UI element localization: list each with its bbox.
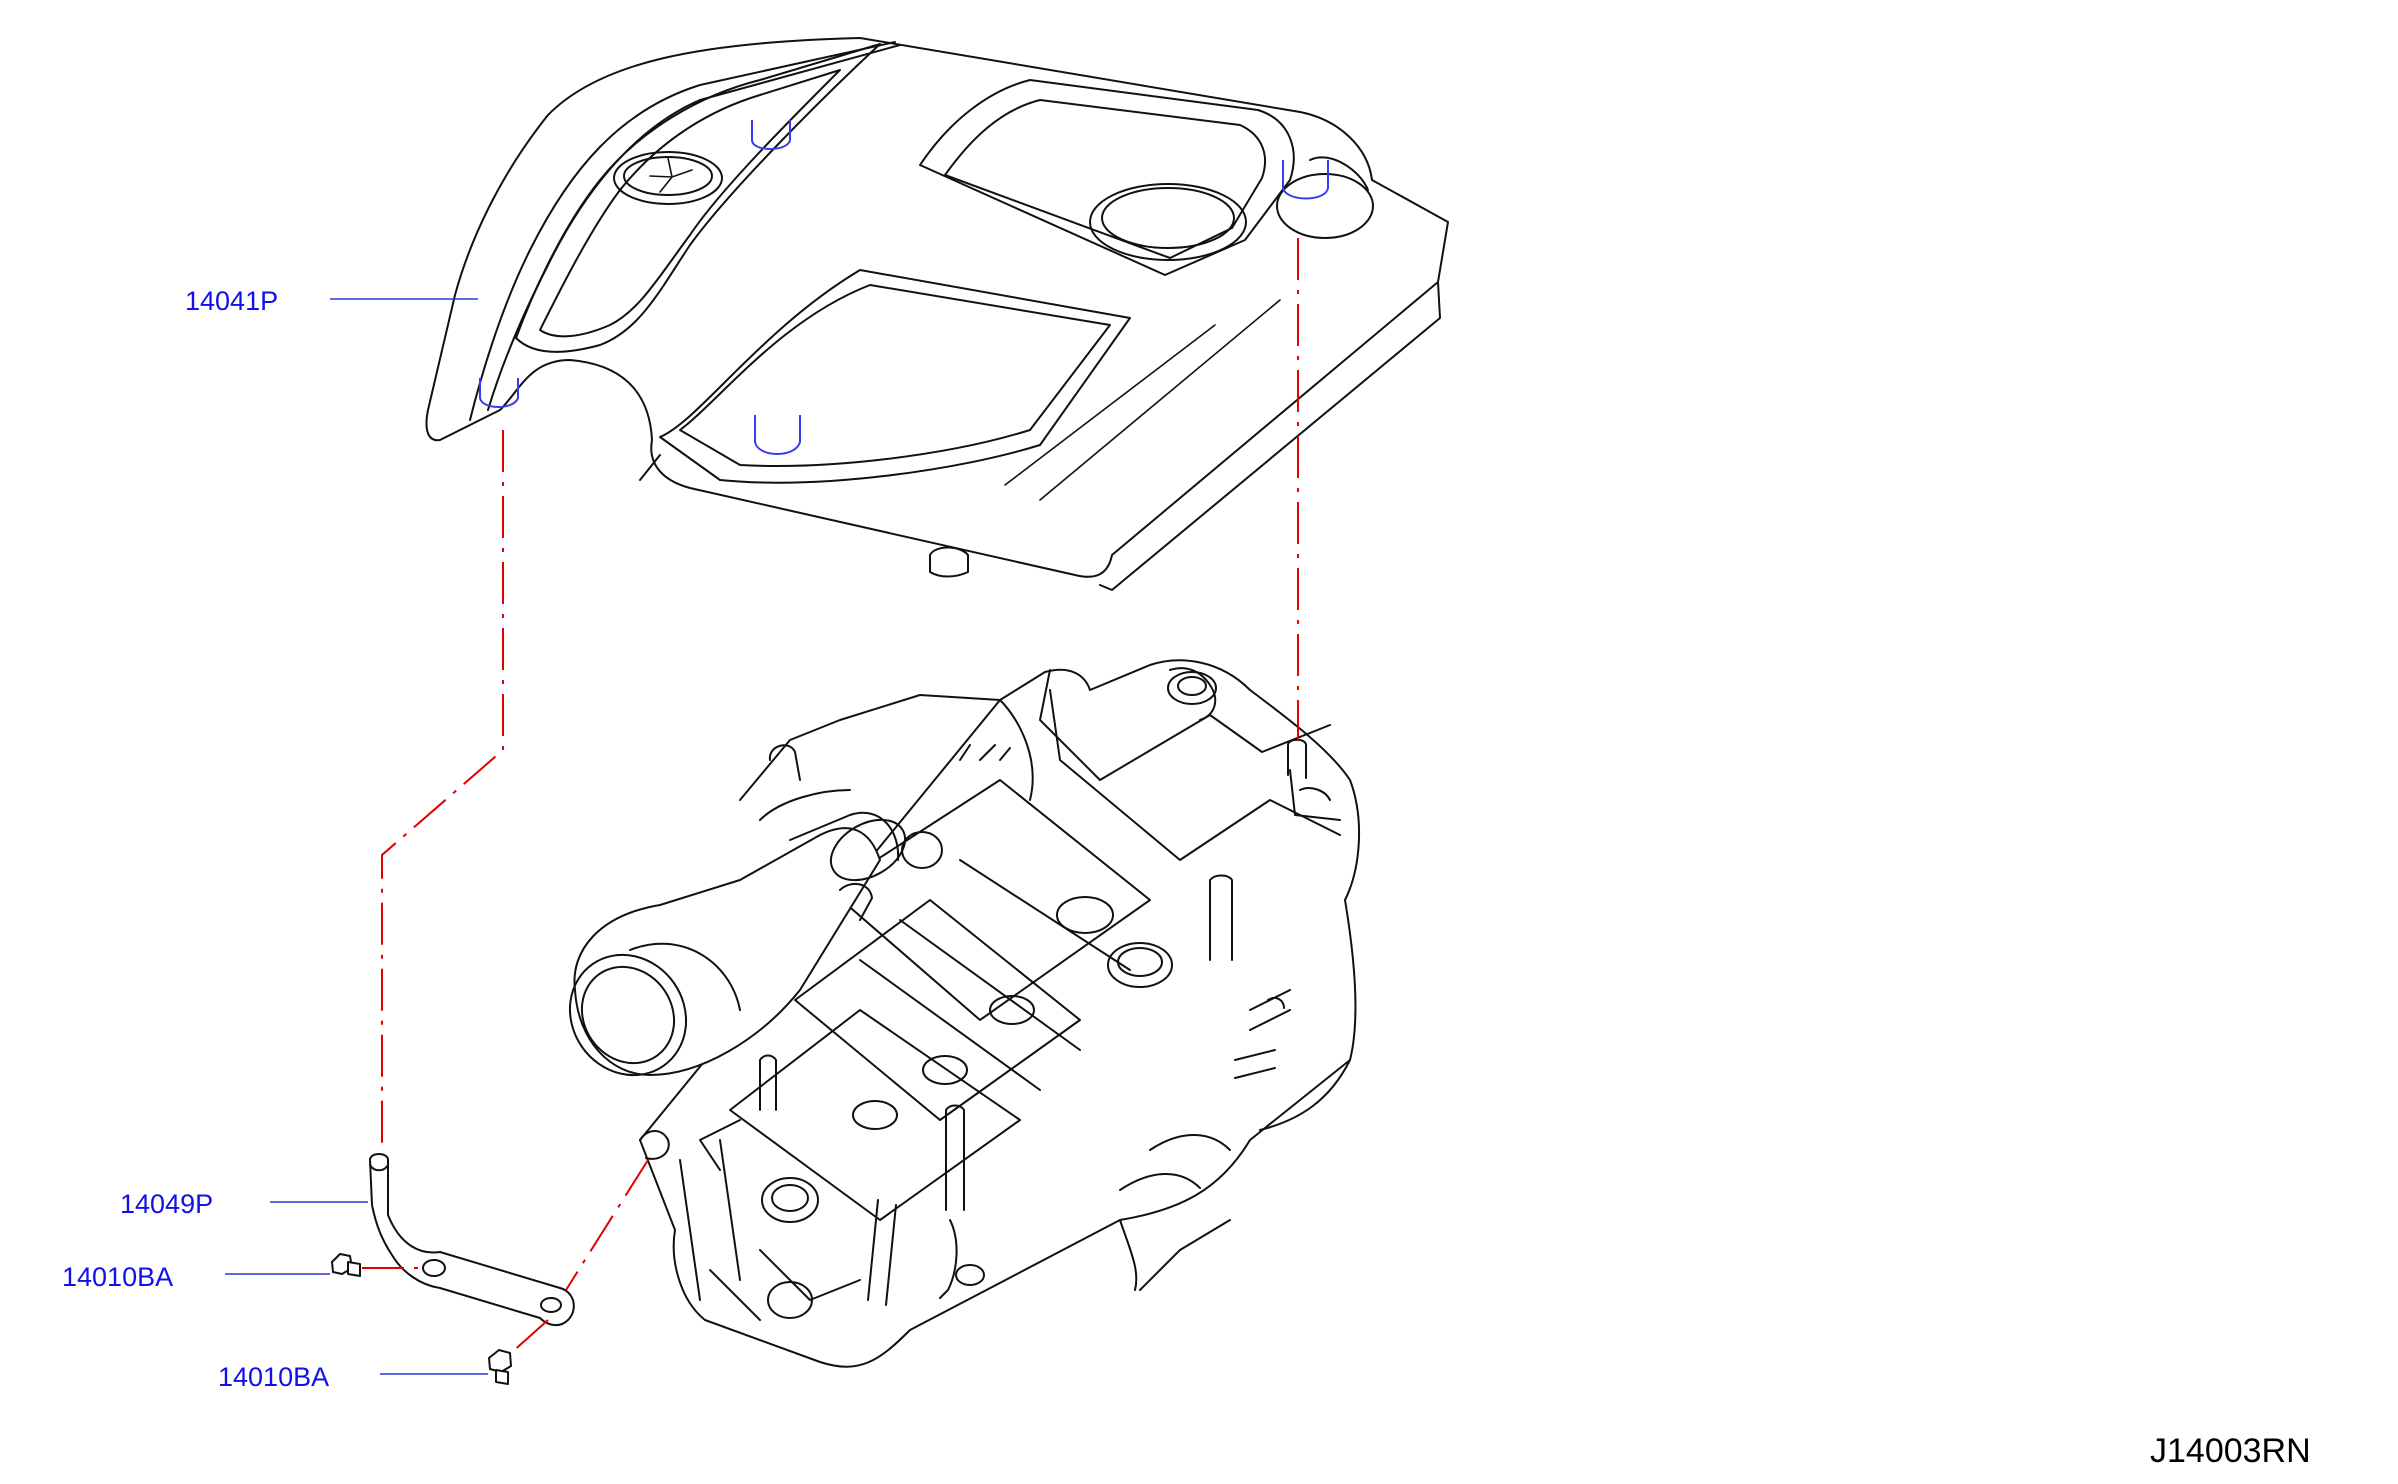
phantom-line-bolt-down [509, 1319, 549, 1355]
engine-cover[interactable] [425, 37, 1449, 591]
clip-hint-1 [751, 120, 791, 150]
clip-hint-3 [754, 415, 801, 455]
callout-14010BA-lower[interactable]: 14010BA [218, 1362, 329, 1392]
callout-14010BA-upper[interactable]: 14010BA [62, 1262, 173, 1292]
callout-14049P[interactable]: 14049P [120, 1189, 213, 1219]
cylinder-head-assembly [568, 659, 1361, 1368]
clip-hint-2 [479, 378, 519, 408]
assembly-phantom-lines [362, 238, 1299, 1355]
cover-bracket[interactable] [369, 1153, 575, 1326]
phantom-line-bracket [381, 430, 504, 1150]
bolt-upper[interactable] [331, 1253, 361, 1277]
callout-14041P[interactable]: 14041P [185, 286, 278, 316]
phantom-line-lower-bolt [565, 1159, 649, 1291]
diagram-reference-code: J14003RN [2150, 1432, 2311, 1470]
cover-clip-hints [479, 120, 1329, 455]
bolt-lower[interactable] [488, 1349, 512, 1385]
leader-lines [225, 298, 488, 1375]
clip-hint-4 [1282, 160, 1329, 200]
